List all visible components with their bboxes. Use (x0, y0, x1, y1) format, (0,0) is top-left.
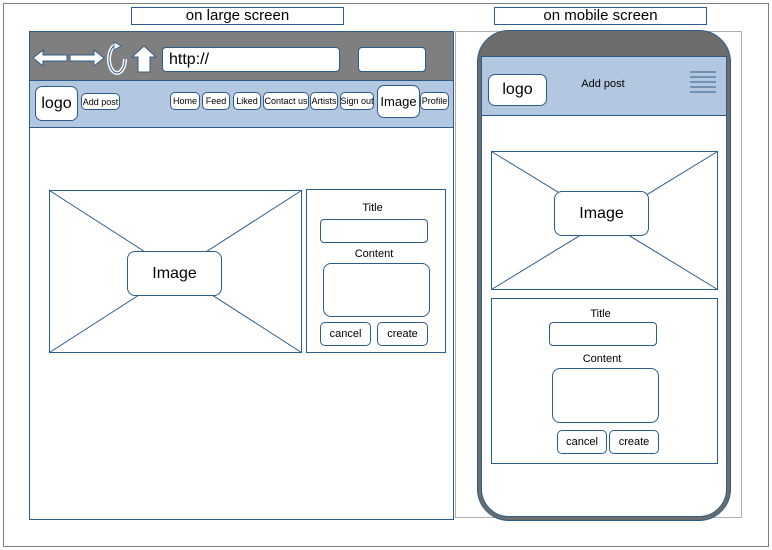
mobile-image-label: Image (554, 191, 649, 236)
hamburger-menu-icon[interactable] (689, 70, 717, 94)
nav-artists[interactable]: Artists (310, 92, 338, 110)
nav-home[interactable]: Home (170, 92, 200, 110)
url-field[interactable]: http:// (162, 47, 340, 72)
image-label: Image (127, 251, 222, 296)
nav-add-post[interactable]: Add post (81, 93, 120, 110)
mobile-title-input[interactable] (549, 322, 657, 346)
nav-image[interactable]: Image (377, 85, 420, 118)
browser-search-field[interactable] (358, 47, 426, 72)
create-button[interactable]: create (377, 322, 428, 346)
mobile-add-post[interactable]: Add post (581, 78, 625, 90)
diagram-frame (3, 3, 769, 547)
mobile-logo[interactable]: logo (488, 74, 547, 106)
nav-feed[interactable]: Feed (202, 92, 230, 110)
nav-liked[interactable]: Liked (233, 92, 261, 110)
forward-arrow-icon[interactable] (69, 48, 105, 68)
title-input[interactable] (320, 219, 428, 243)
nav-sign-out[interactable]: Sign out (340, 92, 374, 110)
nav-contact-us[interactable]: Contact us (263, 92, 309, 110)
mobile-screen-caption: on mobile screen (494, 7, 707, 25)
mobile-content-textarea[interactable] (552, 368, 659, 423)
logo[interactable]: logo (35, 86, 78, 121)
large-screen-wireframe (29, 31, 454, 520)
content-textarea[interactable] (323, 263, 430, 317)
content-label: Content (354, 248, 394, 260)
mobile-content-label: Content (582, 353, 622, 365)
cancel-button[interactable]: cancel (320, 322, 371, 346)
home-icon[interactable] (130, 45, 158, 73)
large-screen-caption: on large screen (131, 7, 344, 25)
mobile-cancel-button[interactable]: cancel (557, 430, 607, 454)
mobile-title-label: Title (590, 308, 611, 320)
back-arrow-icon[interactable] (33, 48, 69, 68)
nav-profile[interactable]: Profile (420, 92, 449, 110)
title-label: Title (362, 202, 383, 214)
refresh-icon[interactable] (106, 42, 128, 78)
mobile-create-button[interactable]: create (609, 430, 659, 454)
